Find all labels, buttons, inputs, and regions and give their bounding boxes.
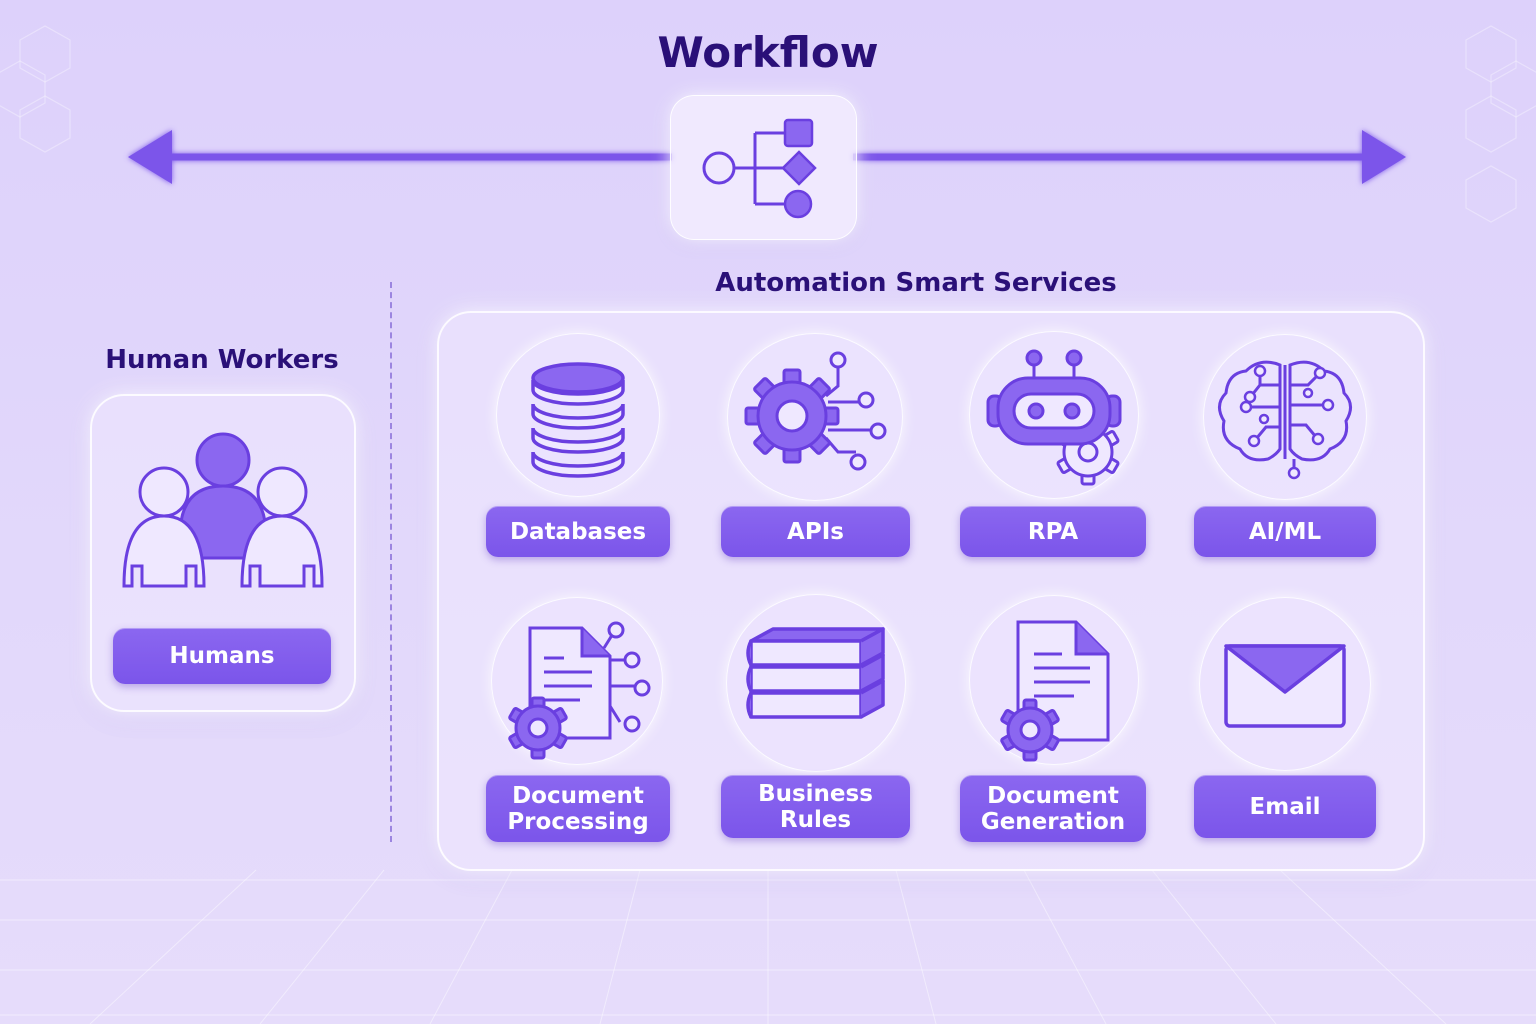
flowchart-icon (702, 118, 817, 219)
workflow-arrow (128, 130, 1406, 184)
service-business-rules[interactable]: Business Rules (721, 775, 910, 838)
envelope-icon (1224, 644, 1346, 728)
service-rpa[interactable]: RPA (960, 506, 1146, 557)
database-icon (531, 362, 625, 478)
section-divider (390, 282, 392, 842)
humans-label[interactable]: Humans (113, 628, 331, 684)
human-workers-title: Human Workers (105, 345, 339, 375)
email-circle (1199, 597, 1371, 771)
rpa-circle (969, 331, 1139, 499)
robot-icon (986, 349, 1122, 486)
business-rules-circle (726, 594, 906, 772)
automation-services-title: Automation Smart Services (715, 268, 1117, 298)
document-gear-icon (508, 621, 651, 760)
people-group-icon (122, 432, 324, 588)
brain-circuit-icon (1218, 360, 1352, 480)
gear-network-icon (744, 351, 887, 471)
service-email[interactable]: Email (1194, 775, 1376, 838)
service-apis[interactable]: APIs (721, 506, 910, 557)
page-title: Workflow (657, 28, 879, 77)
service-document-generation[interactable]: Document Generation (960, 775, 1146, 842)
service-databases[interactable]: Databases (486, 506, 670, 557)
document-generation-circle (969, 595, 1139, 765)
workflow-box (670, 95, 857, 240)
aiml-circle (1203, 334, 1367, 500)
apis-circle (727, 333, 903, 501)
arrow-right-head (1362, 130, 1406, 184)
document-generation-icon (1000, 620, 1110, 762)
document-processing-circle (491, 597, 663, 765)
books-icon (746, 627, 885, 719)
databases-circle (496, 333, 660, 497)
human-workers-panel: Humans (90, 394, 356, 712)
arrow-left-head (128, 130, 172, 184)
service-document-processing[interactable]: Document Processing (486, 775, 670, 842)
service-aiml[interactable]: AI/ML (1194, 506, 1376, 557)
